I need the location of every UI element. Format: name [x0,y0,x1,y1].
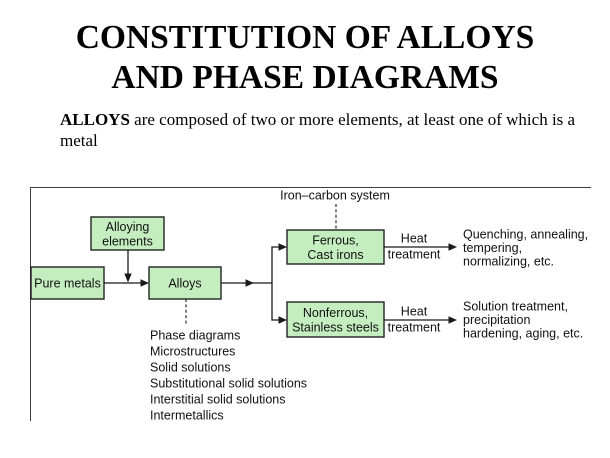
node-label: Pure metals [34,277,101,291]
node-nonferrous: Nonferrous, Stainless steels [286,301,385,338]
title-line-1: CONSTITUTION OF ALLOYS [75,19,535,56]
heat-treatment-label-bottom: treatment [388,248,441,262]
slide-title: CONSTITUTION OF ALLOYS AND PHASE DIAGRAM… [0,18,610,98]
topic-item: Substitutional solid solutions [150,377,307,391]
node-box [90,216,165,251]
topic-item: Interstitial solid solutions [150,393,285,407]
nonferrous-processes-text: Solution treatment, precipitation harden… [463,300,583,341]
node-ferrous: Ferrous, Cast irons [286,229,385,265]
branch-connector [271,243,287,324]
arrowhead [245,279,254,287]
process-line: Quenching, annealing, [463,228,588,242]
node-label-line: elements [102,235,153,249]
arrowhead [448,316,457,324]
node-label-line: Alloying [106,220,150,234]
iron-carbon-annotation: Iron–carbon system [280,189,390,230]
topic-item: Intermetallics [150,409,224,423]
node-label-line: Cast irons [307,248,363,262]
ferrous-processes-text: Quenching, annealing, tempering, normali… [463,228,588,269]
iron-carbon-system-label: Iron–carbon system [280,189,390,203]
arrowhead-to-ferrous [278,243,287,251]
arrowhead [124,273,132,283]
node-label-line: Nonferrous, [303,306,368,320]
node-label-line: Stainless steels [292,321,379,335]
node-alloys: Alloys [148,266,222,300]
heat-treatment-label-bottom: treatment [388,321,441,335]
alloy-topics-list: Phase diagrams Microstructures Solid sol… [150,299,307,423]
arrow-pure-metals-to-alloys [104,279,149,287]
node-pure-metals: Pure metals [30,266,105,300]
topic-item: Microstructures [150,345,235,359]
node-box [286,229,385,265]
node-box [30,266,105,300]
node-label: Alloys [168,277,201,291]
intro-term: ALLOYS [60,110,130,129]
arrow-nonferrous-heat-treatment: Heat treatment [384,305,457,335]
process-line: Solution treatment, [463,300,568,314]
process-line: precipitation [463,313,530,327]
node-alloying-elements: Alloying elements [90,216,165,251]
process-line: normalizing, etc. [463,255,554,269]
node-box [286,301,385,338]
title-line-2: AND PHASE DIAGRAMS [111,59,499,96]
arrow-alloys-to-branch [221,279,272,287]
arrowhead-to-nonferrous [278,316,287,324]
topic-item: Phase diagrams [150,329,240,343]
heat-treatment-label-top: Heat [401,305,428,319]
topic-item: Solid solutions [150,361,231,375]
arrow-ferrous-heat-treatment: Heat treatment [384,232,457,262]
process-line: hardening, aging, etc. [463,327,583,341]
process-line: tempering, [463,241,522,255]
branch-bracket [271,246,280,321]
arrowhead [448,243,457,251]
heat-treatment-label-top: Heat [401,232,428,246]
arrow-alloying-elements-to-alloys [124,250,132,283]
node-label-line: Ferrous, [312,234,359,248]
intro-paragraph: ALLOYS are composed of two or more eleme… [60,109,590,151]
intro-definition: are composed of two or more elements, at… [60,110,576,150]
arrowhead [140,279,149,287]
node-box [148,266,222,300]
